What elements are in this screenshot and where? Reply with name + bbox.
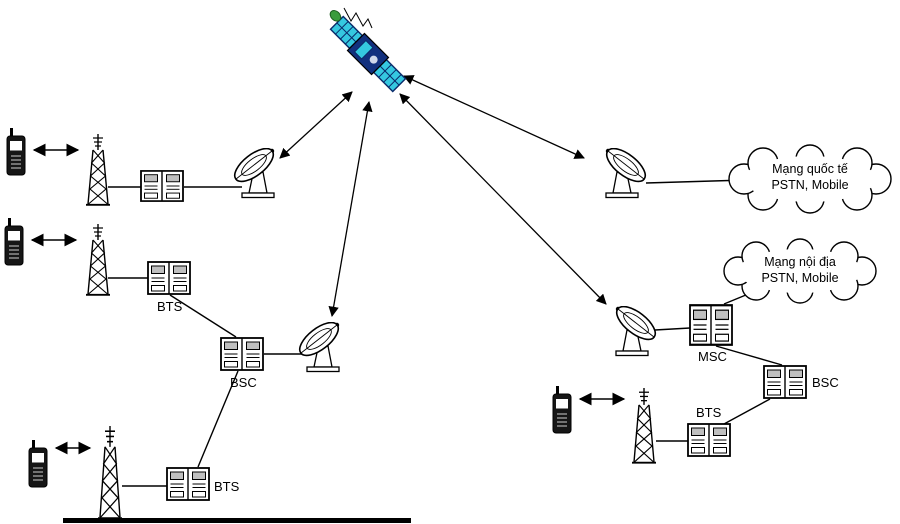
domestic-cloud-label: Mạng nội địa PSTN, Mobile (738, 254, 862, 286)
mobile-phone-icon-3 (28, 440, 48, 488)
equipment-cabinet-icon-bsc-left (220, 337, 264, 371)
phone-tower-arrows (30, 143, 626, 455)
equipment-cabinet-icon-bts-left (147, 261, 191, 295)
equipment-cabinet-icon-bts-right (687, 423, 731, 457)
line-bsc-bts-bottom (197, 370, 239, 468)
satellite-antenna-scribble (343, 7, 373, 29)
equipment-cabinet-icon-top-left (140, 170, 184, 202)
satellite-link-arrows (279, 75, 607, 318)
antenna-tower-icon-3 (96, 426, 124, 520)
mobile-phone-icon-2 (4, 218, 24, 266)
connection-lines (108, 179, 783, 487)
satellite-dish-icon-right-top (600, 148, 652, 199)
line-bts-left-bsc (169, 294, 237, 338)
line-dish4-msc (654, 327, 691, 331)
bts-left-label: BTS (157, 299, 183, 314)
equipment-cabinet-icon-bsc-right (763, 365, 807, 399)
line-bsc-right-bts-right (723, 398, 771, 425)
international-cloud-line1: Mạng quốc tế (772, 162, 848, 176)
satellite-dish-icon-right-mid (610, 306, 662, 357)
mobile-phone-icon-1 (6, 128, 26, 176)
bsc-left-label: BSC (230, 375, 257, 390)
mobile-phone-icon-4 (552, 386, 572, 434)
equipment-cabinet-icon-bts-bottom-left (166, 467, 210, 501)
link-satellite-dish-left-top (279, 91, 353, 159)
msc-label: MSC (698, 349, 727, 364)
satellite-dish-icon-center (293, 322, 345, 373)
bottom-border-strip (63, 518, 411, 523)
domestic-cloud-line1: Mạng nội địa (764, 255, 836, 269)
bts-bottom-left-label: BTS (214, 479, 240, 494)
link-satellite-dish-right-mid (399, 93, 607, 305)
line-msc-bsc-right (715, 345, 783, 366)
antenna-tower-icon-2 (85, 224, 111, 296)
international-cloud-label: Mạng quốc tế PSTN, Mobile (745, 161, 875, 193)
bts-right-label: BTS (696, 405, 722, 420)
bsc-right-label: BSC (812, 375, 839, 390)
antenna-tower-icon-4 (631, 388, 657, 464)
antenna-tower-icon-1 (85, 134, 111, 206)
international-cloud-line2: PSTN, Mobile (771, 178, 849, 192)
cloud-international-icon (728, 144, 892, 214)
domestic-cloud-line2: PSTN, Mobile (761, 271, 839, 285)
satellite-dish-icon-left-top (228, 148, 280, 199)
cloud-domestic-icon (723, 238, 877, 304)
link-satellite-dish-right-top (403, 75, 585, 159)
satellite-icon (329, 10, 407, 93)
equipment-cabinet-icon-msc (689, 304, 733, 346)
link-satellite-dish-center (328, 100, 373, 318)
